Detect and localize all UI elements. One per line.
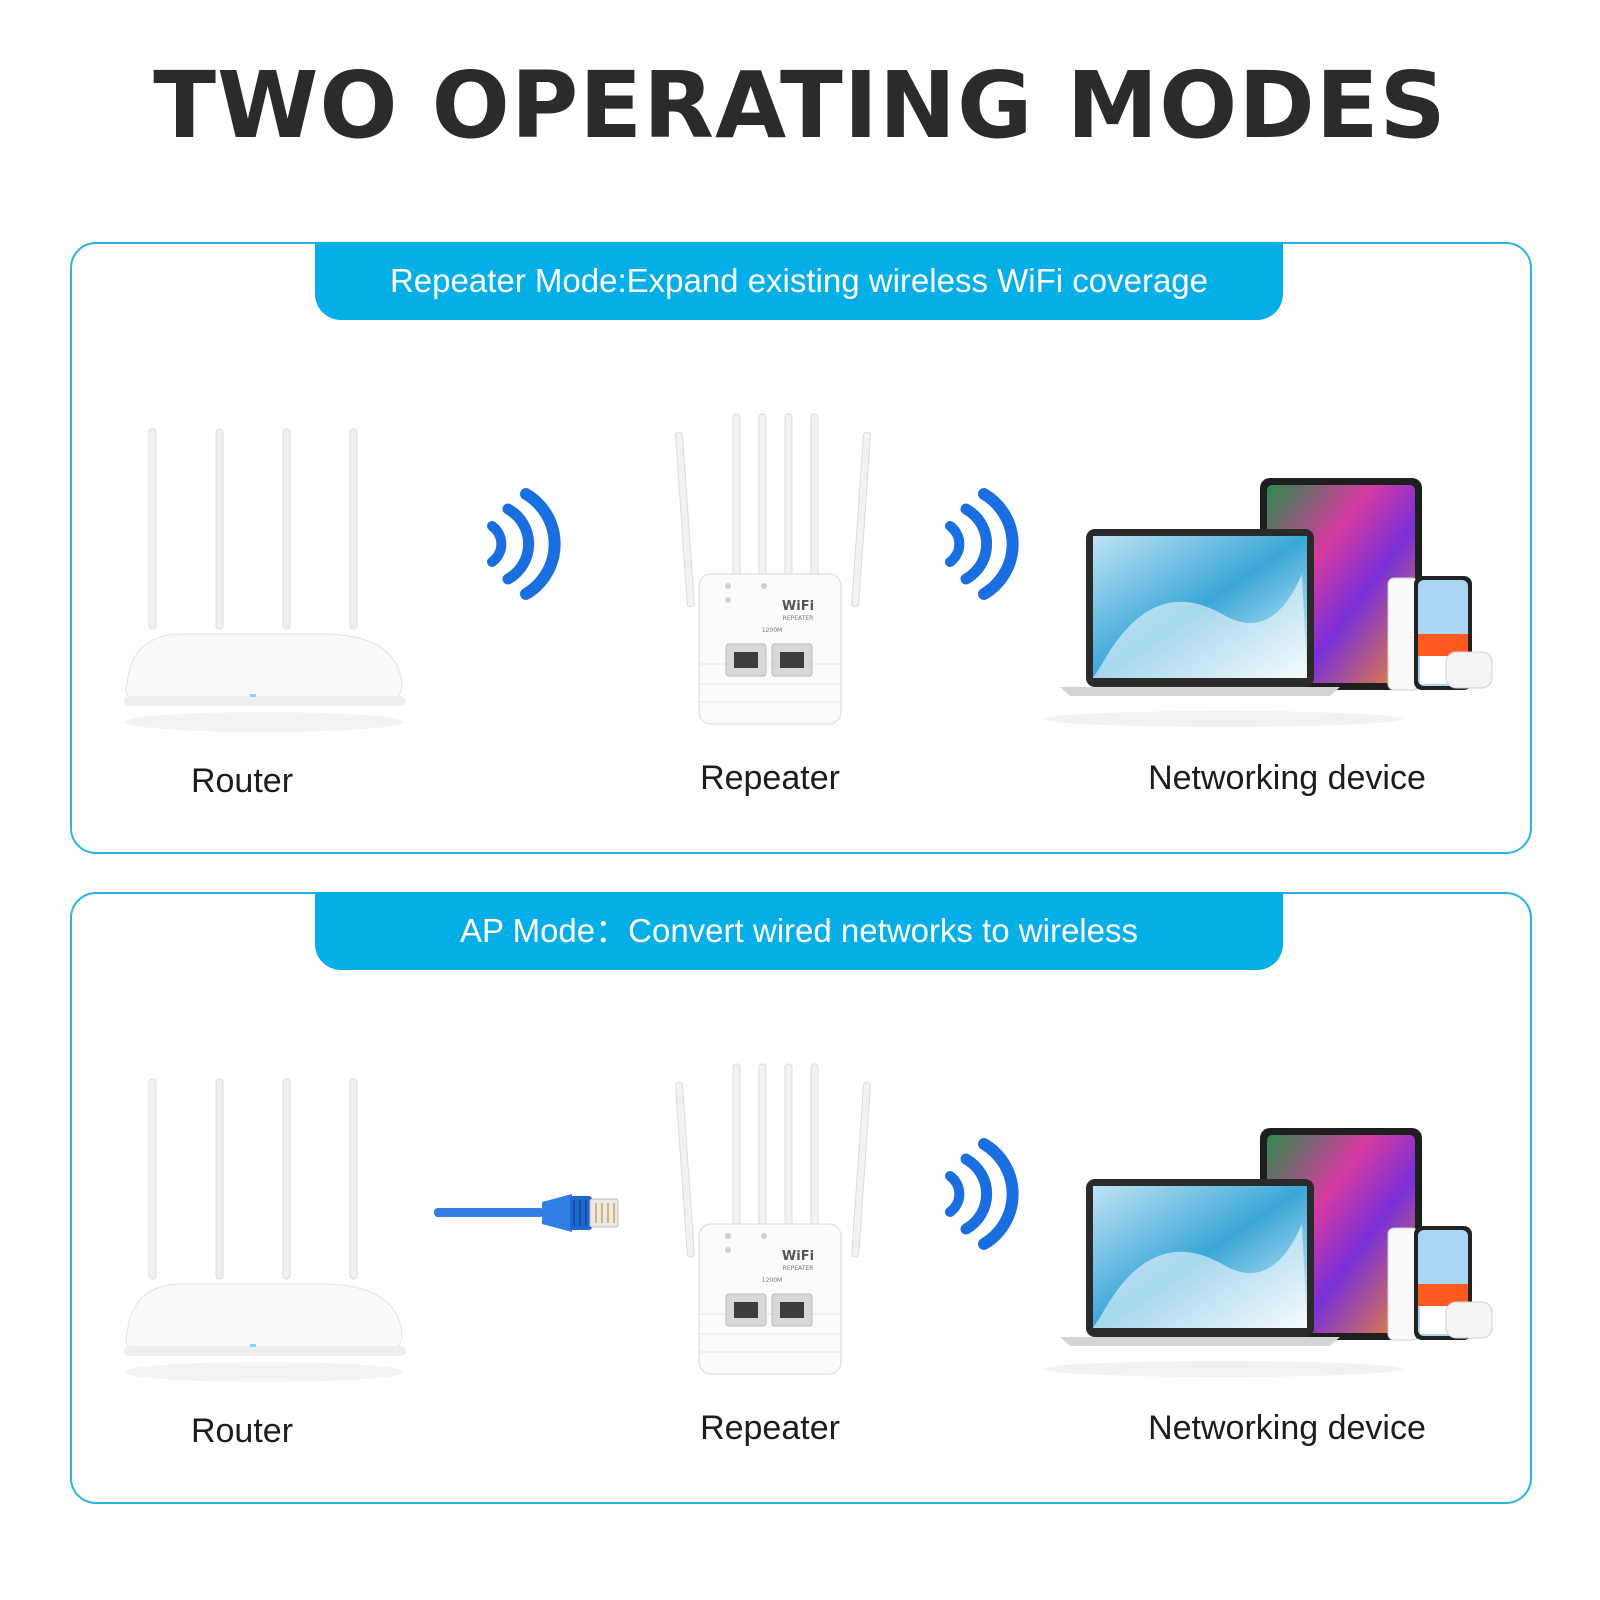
svg-text:REPEATER: REPEATER [783, 615, 814, 622]
networking-devices-icon [1042, 1128, 1493, 1377]
repeater-mode-diagram: WiFi REPEATER 1200M [124, 413, 1493, 732]
repeater-mode-panel: Repeater Mode:Expand existing wireless W… [70, 242, 1532, 854]
svg-text:1200M: 1200M [762, 1277, 782, 1284]
repeater-label: Repeater [700, 1409, 840, 1447]
router-label: Router [190, 1412, 294, 1450]
networking-devices-icon [1042, 478, 1493, 727]
ap-mode-panel: AP Mode：Convert wired networks to wirele… [70, 892, 1532, 1504]
svg-text:WiFi: WiFi [782, 599, 814, 614]
wifi-signal-icon [487, 488, 561, 600]
wifi-signal-icon [945, 1138, 1019, 1250]
networking-device-label: Networking device [1148, 1409, 1426, 1447]
router-label: Router [190, 762, 294, 800]
ap-mode-banner: AP Mode：Convert wired networks to wirele… [315, 892, 1283, 970]
ethernet-cable-icon [434, 1194, 619, 1232]
svg-text:WiFi: WiFi [782, 1249, 814, 1264]
router-icon [124, 428, 406, 732]
repeater-mode-banner: Repeater Mode:Expand existing wireless W… [315, 242, 1283, 320]
repeater-device-icon: WiFi REPEATER 1200M [674, 1063, 872, 1375]
networking-device-label: Networking device [1148, 759, 1426, 797]
svg-text:REPEATER: REPEATER [783, 1265, 814, 1272]
page-title: TWO OPERATING MODES [153, 52, 1447, 159]
svg-text:1200M: 1200M [762, 627, 782, 634]
ap-mode-diagram: WiFi REPEATER 1200M [124, 1063, 1493, 1382]
wifi-signal-icon [945, 488, 1019, 600]
repeater-device-icon: WiFi REPEATER 1200M [674, 413, 872, 725]
router-icon [124, 1078, 406, 1382]
repeater-label: Repeater [700, 759, 840, 797]
